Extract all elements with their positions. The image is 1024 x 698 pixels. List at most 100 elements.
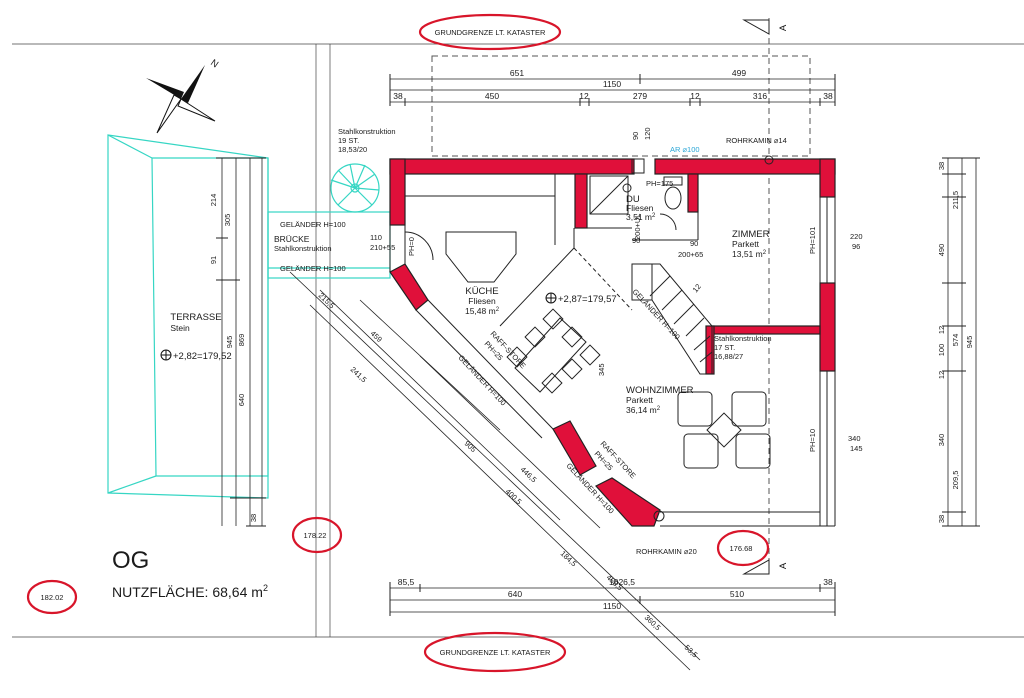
gelaender-diag-1: GELÄNDER H=100 <box>457 353 508 407</box>
window-kitchen-1: 110 <box>370 233 382 242</box>
room-wohnzimmer: WOHNZIMMER Parkett 36,14 m2 <box>626 385 694 415</box>
dim-top-38a: 38 <box>393 91 403 101</box>
du-door-2: 200+UL <box>633 214 642 240</box>
dim-top-316: 316 <box>753 91 767 101</box>
dim-top-38b: 38 <box>823 91 833 101</box>
dim-bottom-1150: 1150 <box>603 601 622 611</box>
dim-right-945: 945 <box>965 336 974 349</box>
dining-table <box>506 308 601 394</box>
dim-diag-459: 459 <box>369 329 384 344</box>
elevation-right-bottom-circle <box>716 529 770 567</box>
dim-left-214: 214 <box>209 194 218 207</box>
roof-terrace-outline <box>431 55 811 157</box>
diagonal-dimensions <box>289 271 701 671</box>
terrasse-name: TERRASSE <box>170 312 221 323</box>
stahl-top-steps: 19 ST. <box>338 136 359 145</box>
rohrkamin-bottom: ROHRKAMIN ⌀20 <box>636 547 697 556</box>
wohnzimmer-finish: Parkett <box>626 395 654 405</box>
property-label-top-circle <box>418 13 562 51</box>
dim-left-869: 869 <box>237 334 246 347</box>
zi-door-1: 90 <box>690 239 698 248</box>
property-label-top: GRUNDGRENZE LT. KATASTER <box>435 28 546 37</box>
dim-left-945: 945 <box>225 336 234 349</box>
gelaender-2: GELÄNDER H=100 <box>280 264 346 273</box>
dim-left-640: 640 <box>237 394 246 407</box>
dim-right-38a: 38 <box>937 162 946 170</box>
zi-win-1: 220 <box>850 232 863 241</box>
ar-shaft <box>631 158 645 174</box>
interior-walls <box>404 212 699 327</box>
dim-right-490: 490 <box>937 244 946 257</box>
dim-right-211-5: 211,5 <box>951 191 960 209</box>
stahl-right-label: Stahlkonstruktion <box>714 334 772 343</box>
zi-win-2: 96 <box>852 242 860 251</box>
elevation-left-mid-circle <box>291 516 343 554</box>
dim-diag-184-5: 184,5 <box>559 549 579 568</box>
room-kueche: KÜCHE Fliesen 15,48 m2 +2,87=179,57 <box>465 286 617 316</box>
stahl-right-steps: 17 ST. <box>714 343 735 352</box>
zimmer-finish: Parkett <box>732 239 760 249</box>
dims-right: 38 211,5 490 12 100 12 340 209,5 38 574 … <box>937 157 980 527</box>
du-door-1: 90 <box>632 236 640 245</box>
dim-right-209-5: 209,5 <box>951 471 960 490</box>
dim-left-91: 91 <box>209 256 218 264</box>
dim-top-279: 279 <box>633 91 647 101</box>
elevation-left-bottom-circle <box>26 579 78 615</box>
level-marker-icon <box>545 292 557 304</box>
ph-du: PH=175 <box>646 179 673 188</box>
dim-diag-360-5: 360,5 <box>643 613 663 632</box>
zimmer-area: 13,51 m2 <box>732 249 767 259</box>
parapet-3: PH=101 <box>808 227 817 254</box>
usable-area: NUTZFLÄCHE: 68,64 m2 <box>112 583 268 600</box>
dim-bottom-510: 510 <box>730 589 744 599</box>
chimney-bottom <box>653 510 665 522</box>
elevation-right-bottom: 176.68 <box>730 544 753 553</box>
du-finish: Fliesen <box>626 203 654 213</box>
dim-diag-905: 905 <box>463 439 478 454</box>
wohnzimmer-area: 36,14 m2 <box>626 405 661 415</box>
chimney-top <box>764 155 774 165</box>
dim-right-100: 100 <box>937 344 946 357</box>
sofa-group <box>677 391 771 469</box>
dim-right-12a: 12 <box>937 326 946 334</box>
section-arrow-bottom <box>742 559 770 575</box>
property-label-bottom: GRUNDGRENZE LT. KATASTER <box>440 648 551 657</box>
bruecke-konstr: Stahlkonstruktion <box>274 244 332 253</box>
annotations: Stahlkonstruktion 19 ST. 18,53/20 GELÄND… <box>274 127 863 556</box>
room-zimmer: ZIMMER Parkett 13,51 m2 <box>732 229 770 259</box>
kueche-finish: Fliesen <box>468 296 496 306</box>
elevation-left-mid: 178.22 <box>304 531 327 540</box>
room-terrasse: TERRASSE Stein +2,82=179,52 <box>160 312 232 362</box>
level-marker-icon <box>160 349 172 361</box>
stahl-top-ratio: 18,53/20 <box>338 145 367 154</box>
du-win-1: 90 <box>631 132 640 140</box>
ar-label: AR ⌀100 <box>670 145 700 154</box>
north-label: N <box>208 57 220 70</box>
gelaender-1: GELÄNDER H=100 <box>280 220 346 229</box>
gelaender-stair: GELÄNDER H=100 <box>631 287 682 341</box>
wz-win-2: 145 <box>850 444 863 453</box>
parapet-4: PH=10 <box>808 429 817 452</box>
kueche-level: +2,87=179,57 <box>558 294 617 305</box>
dim-top-1150: 1150 <box>603 79 622 89</box>
terrasse-finish: Stein <box>170 323 190 333</box>
du-win-2: 120 <box>643 127 652 140</box>
building-walls <box>389 158 836 527</box>
dim-top-499: 499 <box>732 68 746 78</box>
stair-dim: 12 <box>691 282 703 294</box>
wz-diag: 345 <box>597 363 606 376</box>
elevation-left-bottom: 182.02 <box>41 593 64 602</box>
dims-left: 214 91 305 869 640 945 38 <box>209 157 266 527</box>
section-label-bottom: A <box>778 562 789 569</box>
floor-label: OG <box>112 547 149 574</box>
staircase <box>631 263 713 375</box>
zimmer-name: ZIMMER <box>732 229 770 240</box>
dim-right-340: 340 <box>937 434 946 447</box>
kueche-name: KÜCHE <box>465 286 498 297</box>
dim-top-12a: 12 <box>579 91 589 101</box>
dim-diag-446-5: 446,5 <box>519 465 539 484</box>
section-label-top: A <box>778 24 789 31</box>
room-du: DU Fliesen 3,51 m2 <box>626 194 656 222</box>
wz-win-1: 340 <box>848 434 861 443</box>
